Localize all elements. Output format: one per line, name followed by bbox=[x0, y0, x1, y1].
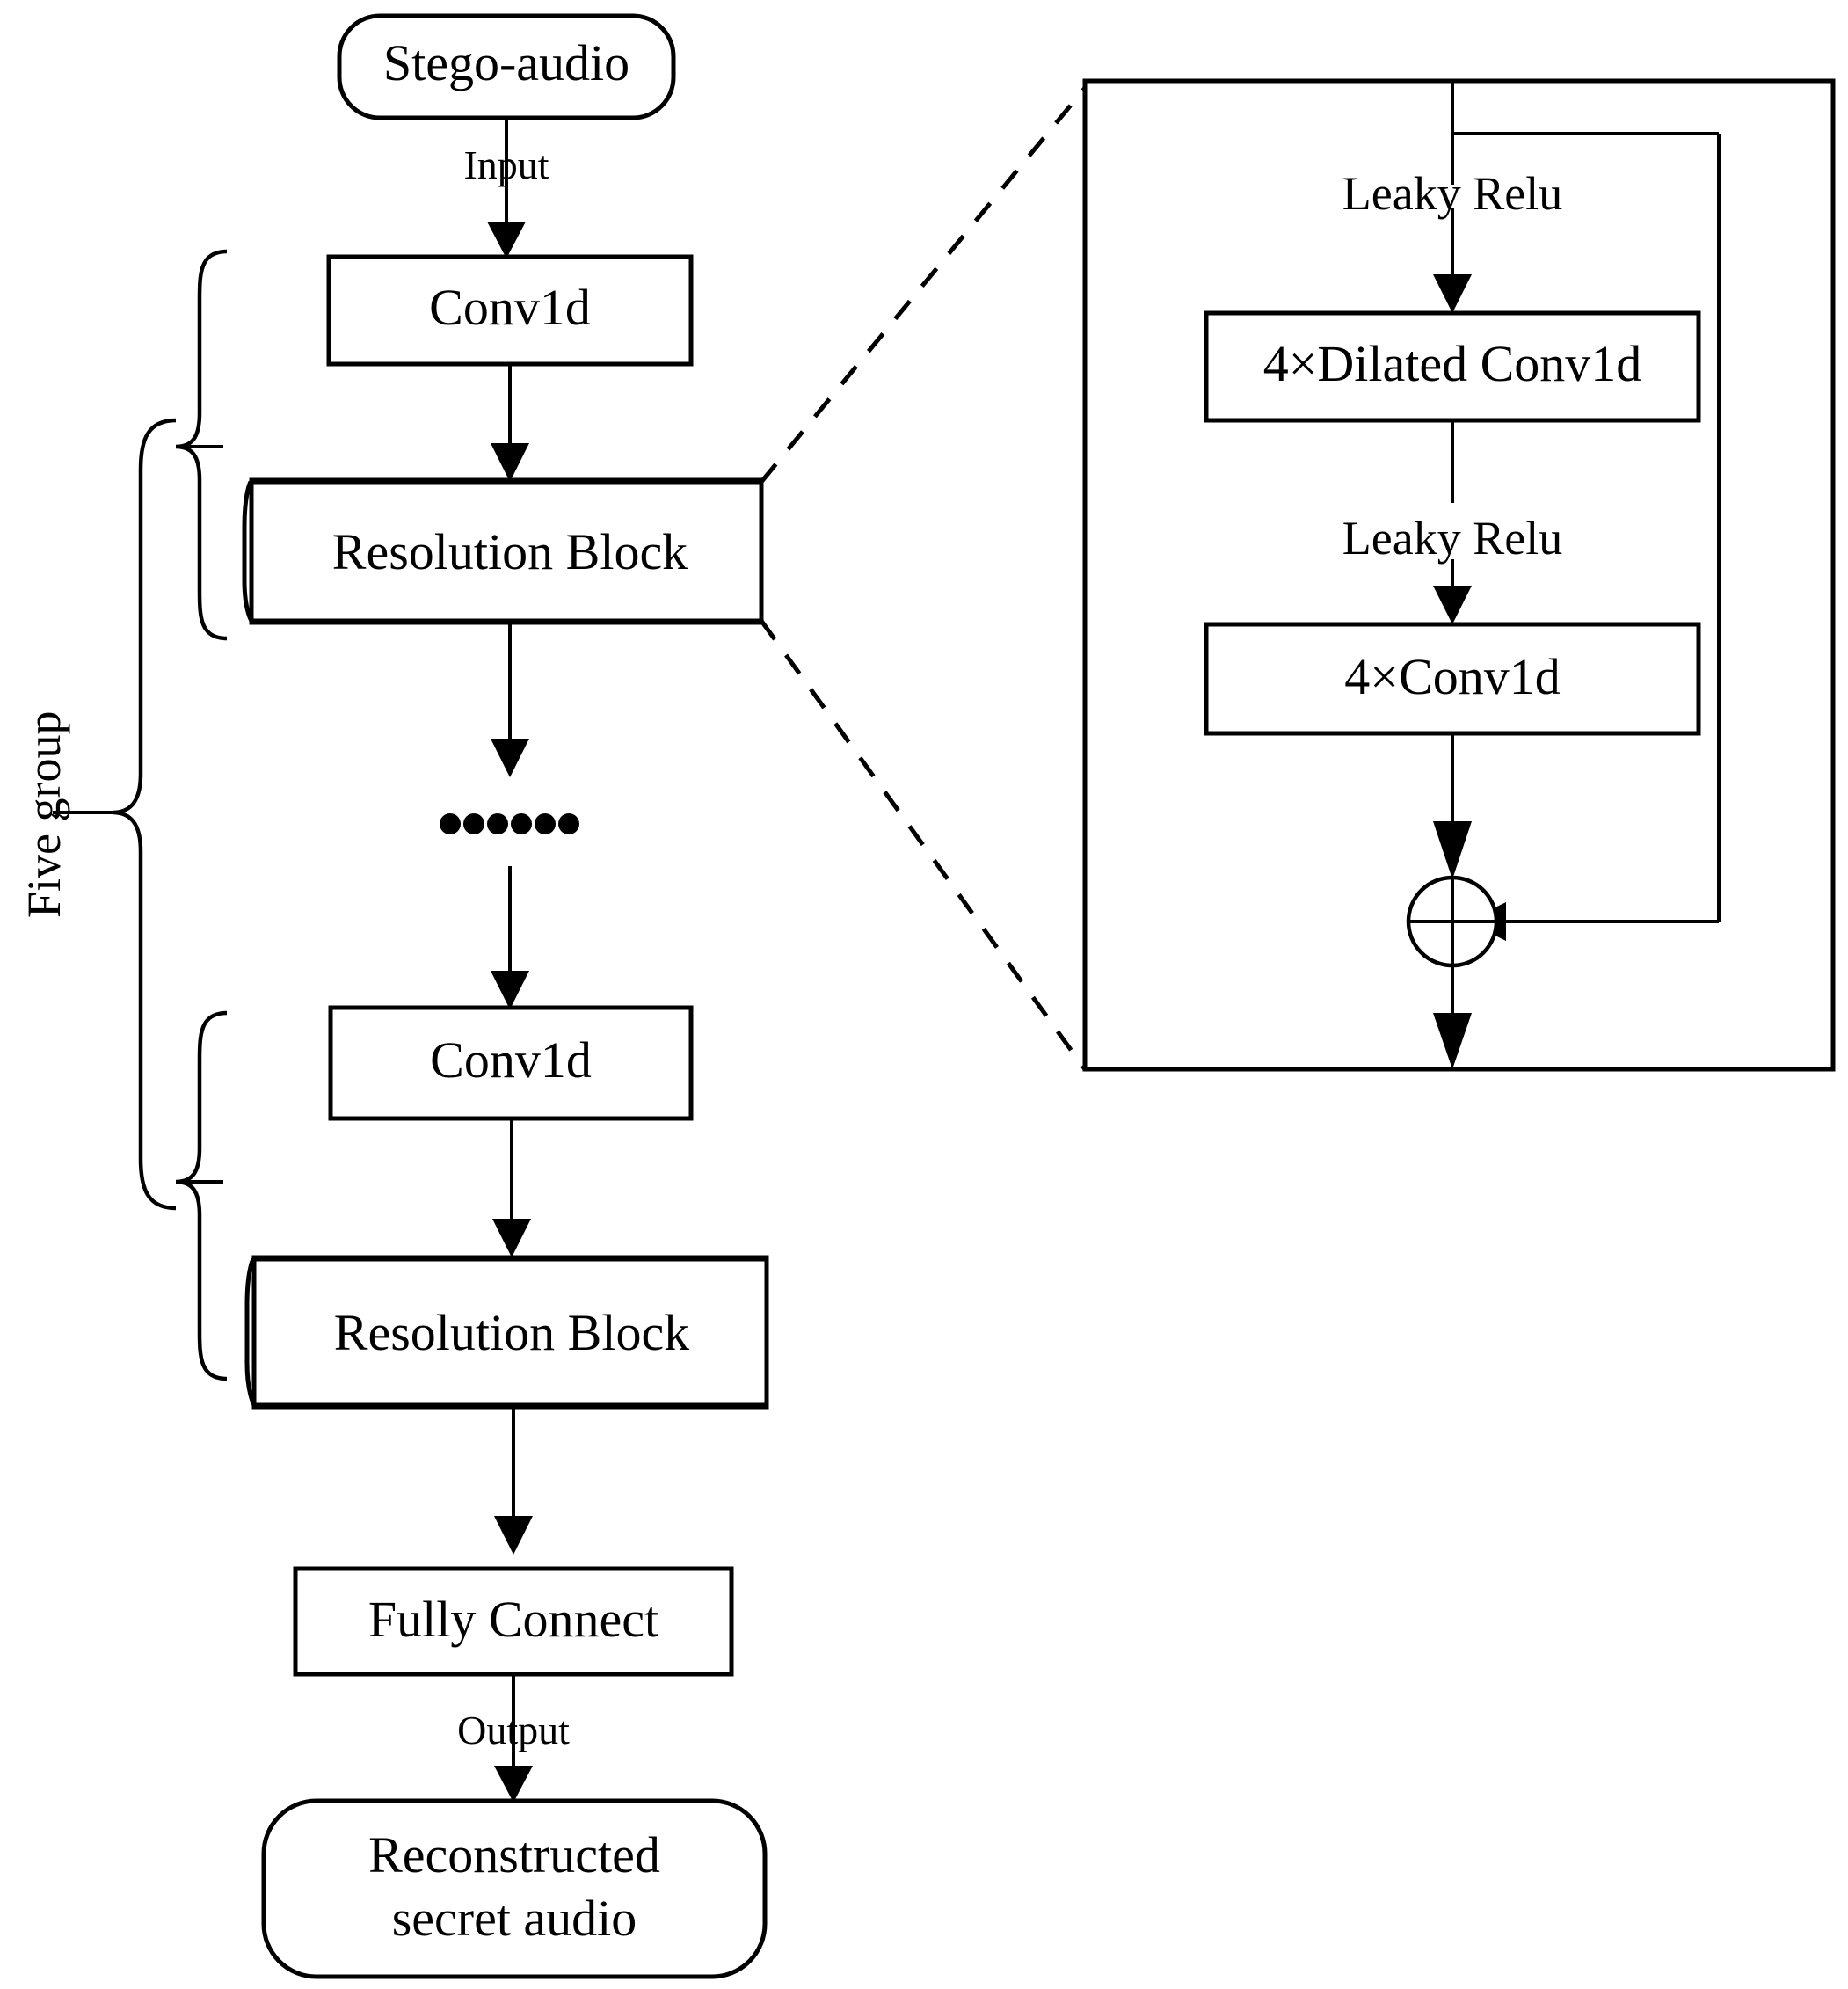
resolution-block-top-shape bbox=[249, 477, 764, 625]
detail-panel-frame bbox=[1082, 78, 1836, 1072]
stego-audio-label: Stego-audio bbox=[382, 34, 630, 91]
resolution-block-bottom-label: Resolution Block bbox=[333, 1304, 690, 1361]
dilated-conv1d-label: 4×Dilated Conv1d bbox=[1262, 335, 1642, 392]
conv1d-detail-label: 4×Conv1d bbox=[1344, 648, 1561, 705]
callout-dash-bottom bbox=[759, 619, 1088, 1071]
resolution-block-top-label: Resolution Block bbox=[331, 523, 688, 580]
resolution-block-bottom-shape bbox=[251, 1255, 769, 1410]
reconstructed-audio-terminal-shape bbox=[261, 1798, 768, 1979]
output-edge-label: Output bbox=[457, 1708, 570, 1752]
conv1d-bottom-label: Conv1d bbox=[430, 1031, 592, 1089]
fully-connect-label: Fully Connect bbox=[367, 1591, 659, 1648]
input-edge-label: Input bbox=[463, 142, 549, 187]
five-group-brace bbox=[112, 418, 177, 1211]
leaky-relu-top-label: Leaky Relu bbox=[1342, 167, 1563, 220]
five-group-label: Five group bbox=[17, 710, 70, 918]
reconstructed-audio-label-line1: Reconstructed bbox=[368, 1826, 660, 1883]
reconstructed-audio-label-line2: secret audio bbox=[391, 1890, 637, 1947]
ellipsis-dots bbox=[440, 813, 579, 834]
conv1d-top-label: Conv1d bbox=[429, 279, 591, 336]
inner-group-brace-lower bbox=[175, 1010, 228, 1381]
callout-dash-top bbox=[760, 86, 1087, 484]
leaky-relu-mid-label: Leaky Relu bbox=[1342, 512, 1563, 565]
